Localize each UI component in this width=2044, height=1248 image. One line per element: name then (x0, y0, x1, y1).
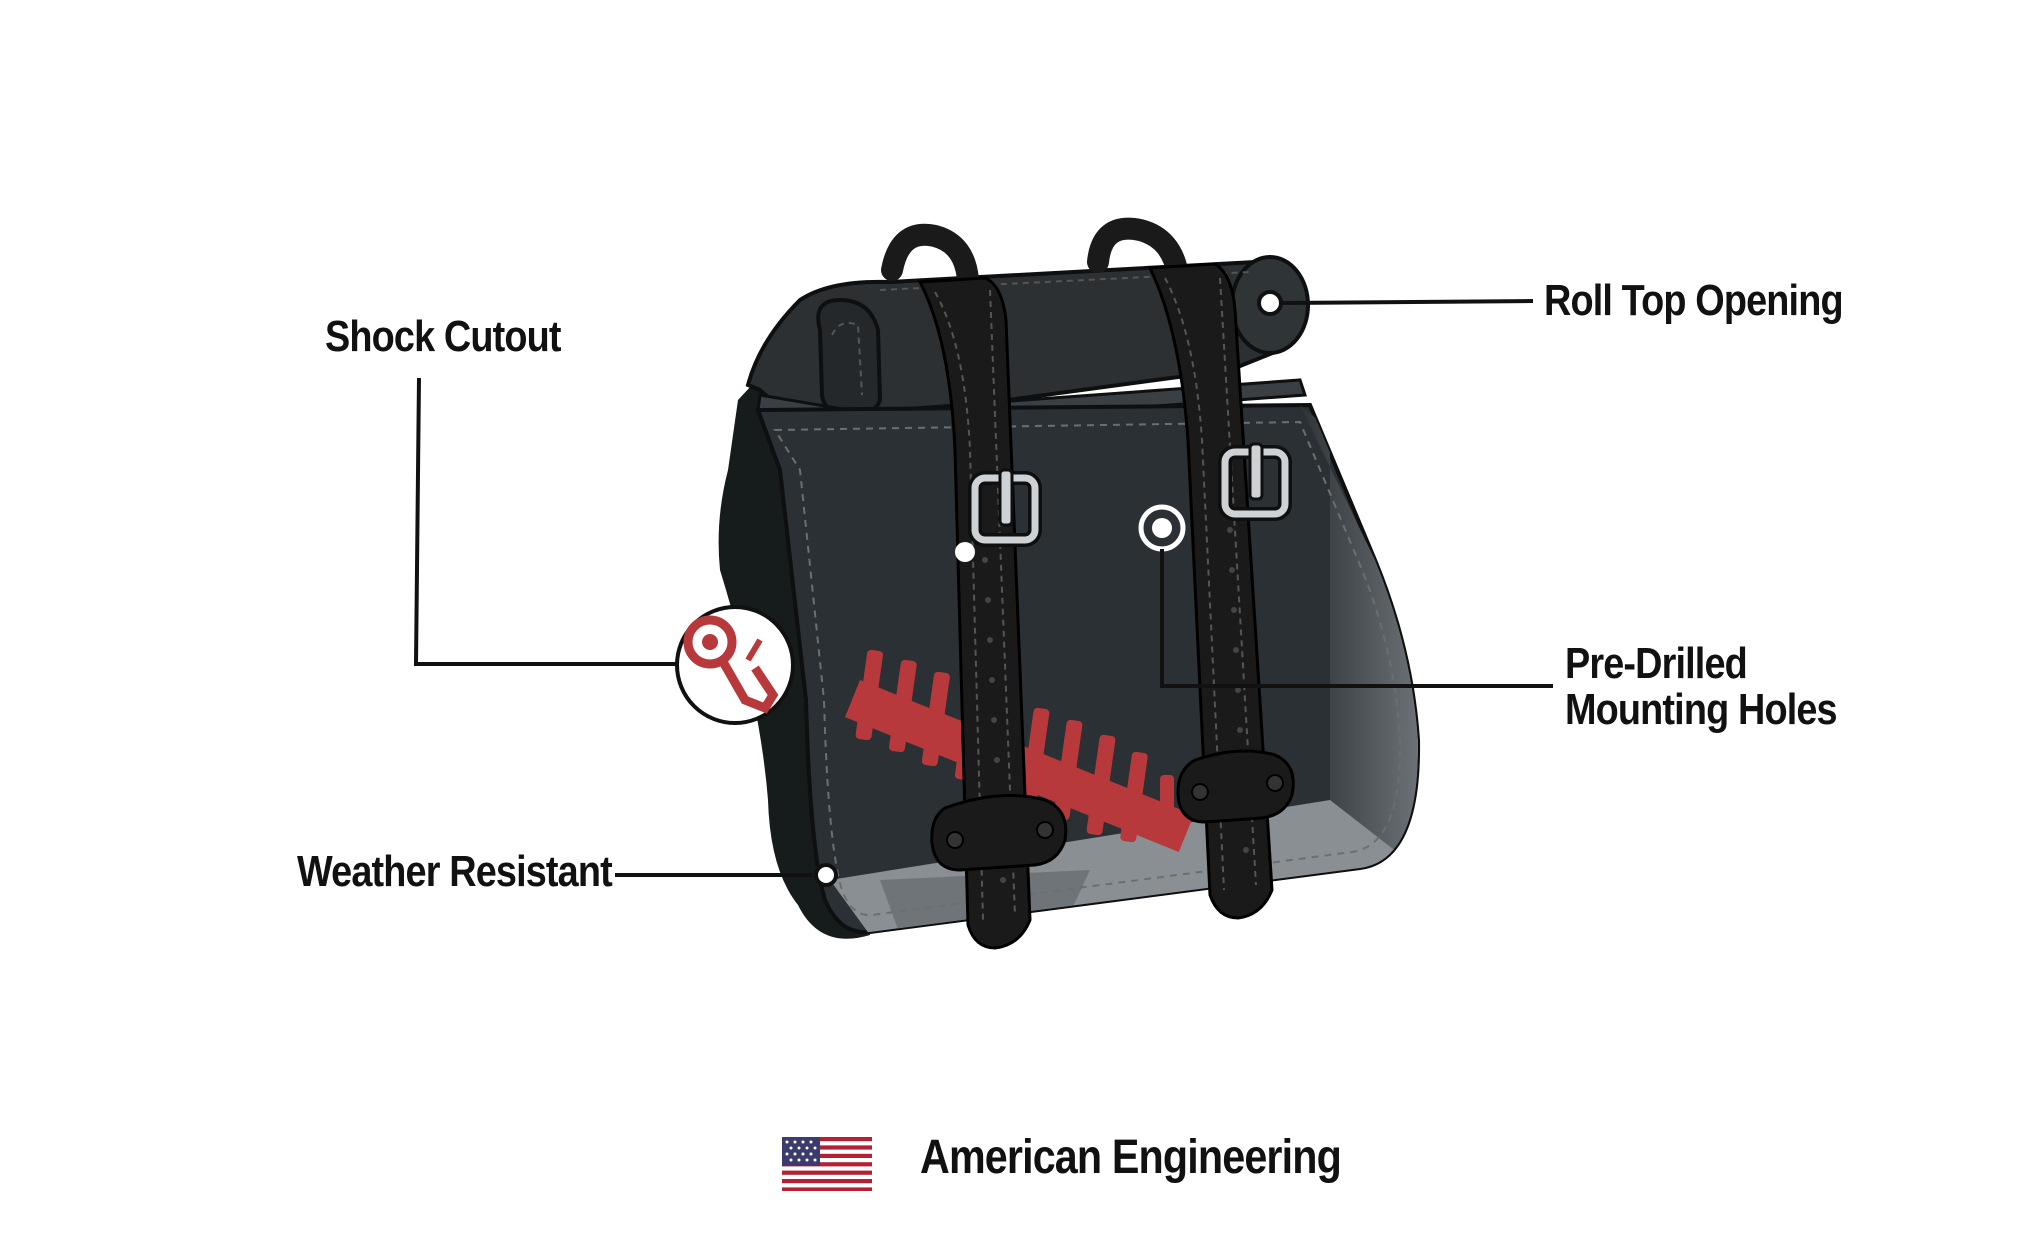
shock-cutout-magnifier (675, 605, 795, 725)
left-strap-loop (930, 794, 1068, 872)
left-handle (881, 223, 979, 291)
weather-dot (814, 863, 838, 887)
right-buckle (1218, 442, 1292, 521)
shock-cutout-label: Shock Cutout (325, 312, 561, 361)
right-handle (1087, 217, 1189, 286)
roll-top-dot (1257, 290, 1283, 316)
mounting-hole-left (955, 542, 975, 562)
holes-callout-line (1160, 549, 1553, 688)
left-buckle (968, 468, 1042, 547)
left-strap (917, 276, 1032, 950)
american-engineering-label: American Engineering (920, 1131, 1342, 1184)
roll-curl (816, 297, 883, 421)
us-flag-icon (782, 1137, 872, 1191)
shock-callout-line (413, 377, 676, 666)
mounting-holes-label-line2: Mounting Holes (1565, 685, 1838, 734)
mounting-holes-label-line1: Pre-Drilled (1565, 639, 1748, 688)
weather-resistant-label: Weather Resistant (297, 847, 613, 896)
roll-top-callout-line (1281, 299, 1534, 305)
roll-top-opening-label: Roll Top Opening (1544, 276, 1844, 325)
right-strap-loop (1176, 749, 1295, 824)
callout-lines (413, 299, 1553, 877)
mounting-holes-label: Pre-Drilled Mounting Holes (1565, 639, 1838, 734)
